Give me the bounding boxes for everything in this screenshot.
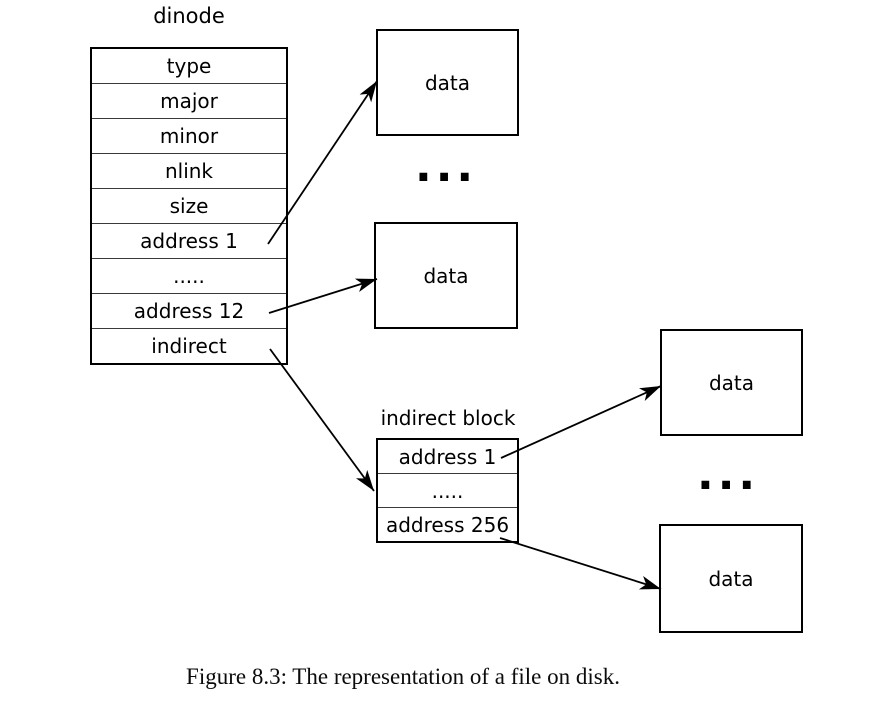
arrow-indirect-address1-to-data3 (500, 385, 662, 459)
data-block-3: data (660, 329, 803, 436)
indirect-block-table: address 1 ..... address 256 (376, 438, 519, 543)
dinode-row-address-1: address 1 (92, 223, 286, 258)
dinode-row-indirect: indirect (92, 328, 286, 363)
dinode-row-nlink: nlink (92, 153, 286, 188)
indirect-block-title: indirect block (380, 406, 516, 430)
indirect-row-dots: ..... (378, 473, 517, 507)
data-block-4: data (659, 524, 803, 633)
dinode-table: type major minor nlink size address 1 ..… (90, 47, 288, 365)
indirect-row-address-1: address 1 (398, 444, 497, 469)
figure-caption: Figure 8.3: The representation of a file… (186, 664, 620, 689)
dinode-title: dinode (153, 4, 225, 28)
data-block-1: data (376, 29, 519, 136)
ellipsis-right: ... (697, 449, 760, 500)
arrow-indirect-address256-to-data4 (499, 537, 662, 590)
indirect-row-address-256: address 256 (378, 507, 517, 541)
ellipsis-middle: ... (415, 141, 478, 192)
dinode-row-dots: ..... (92, 258, 286, 293)
arrow-indirect-to-indirect-block (269, 348, 375, 492)
dinode-row-major: major (92, 83, 286, 118)
dinode-row-size: size (92, 188, 286, 223)
dinode-row-address-12: address 12 (92, 293, 286, 328)
dinode-row-type: type (166, 54, 212, 78)
dinode-row-minor: minor (92, 118, 286, 153)
data-block-2: data (374, 222, 518, 329)
